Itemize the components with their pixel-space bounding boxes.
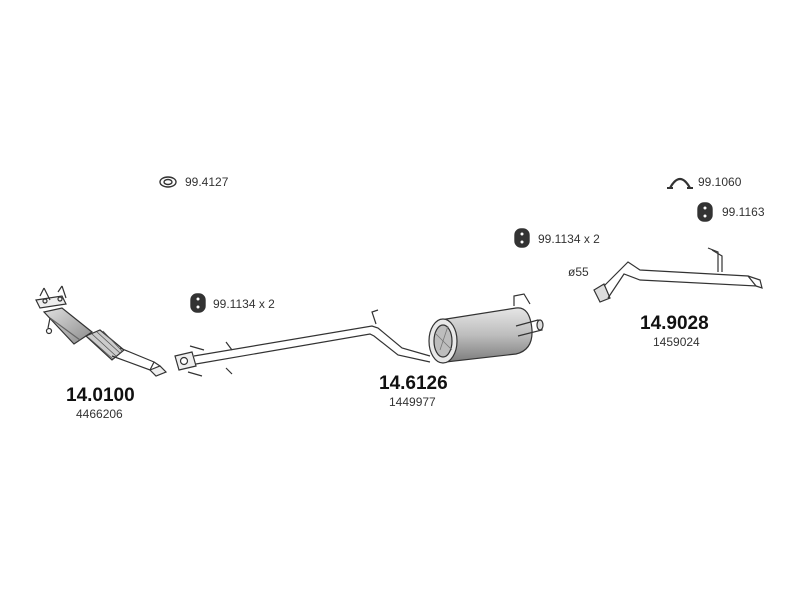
oem-number: 1459024 bbox=[653, 335, 700, 349]
u-clamp-icon bbox=[667, 177, 693, 189]
oem-number: 1449977 bbox=[389, 395, 436, 409]
accessory-code: 99.4127 bbox=[185, 175, 229, 189]
accessory-code: 99.1163 bbox=[722, 205, 765, 219]
part-number: 14.9028 bbox=[640, 313, 709, 334]
rubber-hanger-icon bbox=[697, 202, 713, 222]
rubber-hanger-icon bbox=[514, 228, 530, 248]
oem-number: 4466206 bbox=[76, 407, 123, 421]
tailpipe-part bbox=[593, 247, 763, 303]
part-number: 14.0100 bbox=[66, 385, 135, 406]
catalytic-converter-part bbox=[35, 285, 168, 377]
part-number: 14.6126 bbox=[379, 373, 448, 394]
rear-muffler-part bbox=[174, 293, 544, 377]
accessory-code: 99.1060 bbox=[698, 175, 742, 189]
ring-gasket-icon bbox=[159, 176, 177, 188]
accessory-code: 99.1134 x 2 bbox=[538, 232, 600, 246]
pipe-diameter-label: ø55 bbox=[568, 265, 589, 279]
accessory-code: 99.1134 x 2 bbox=[213, 297, 275, 311]
rubber-hanger-icon bbox=[190, 293, 206, 313]
